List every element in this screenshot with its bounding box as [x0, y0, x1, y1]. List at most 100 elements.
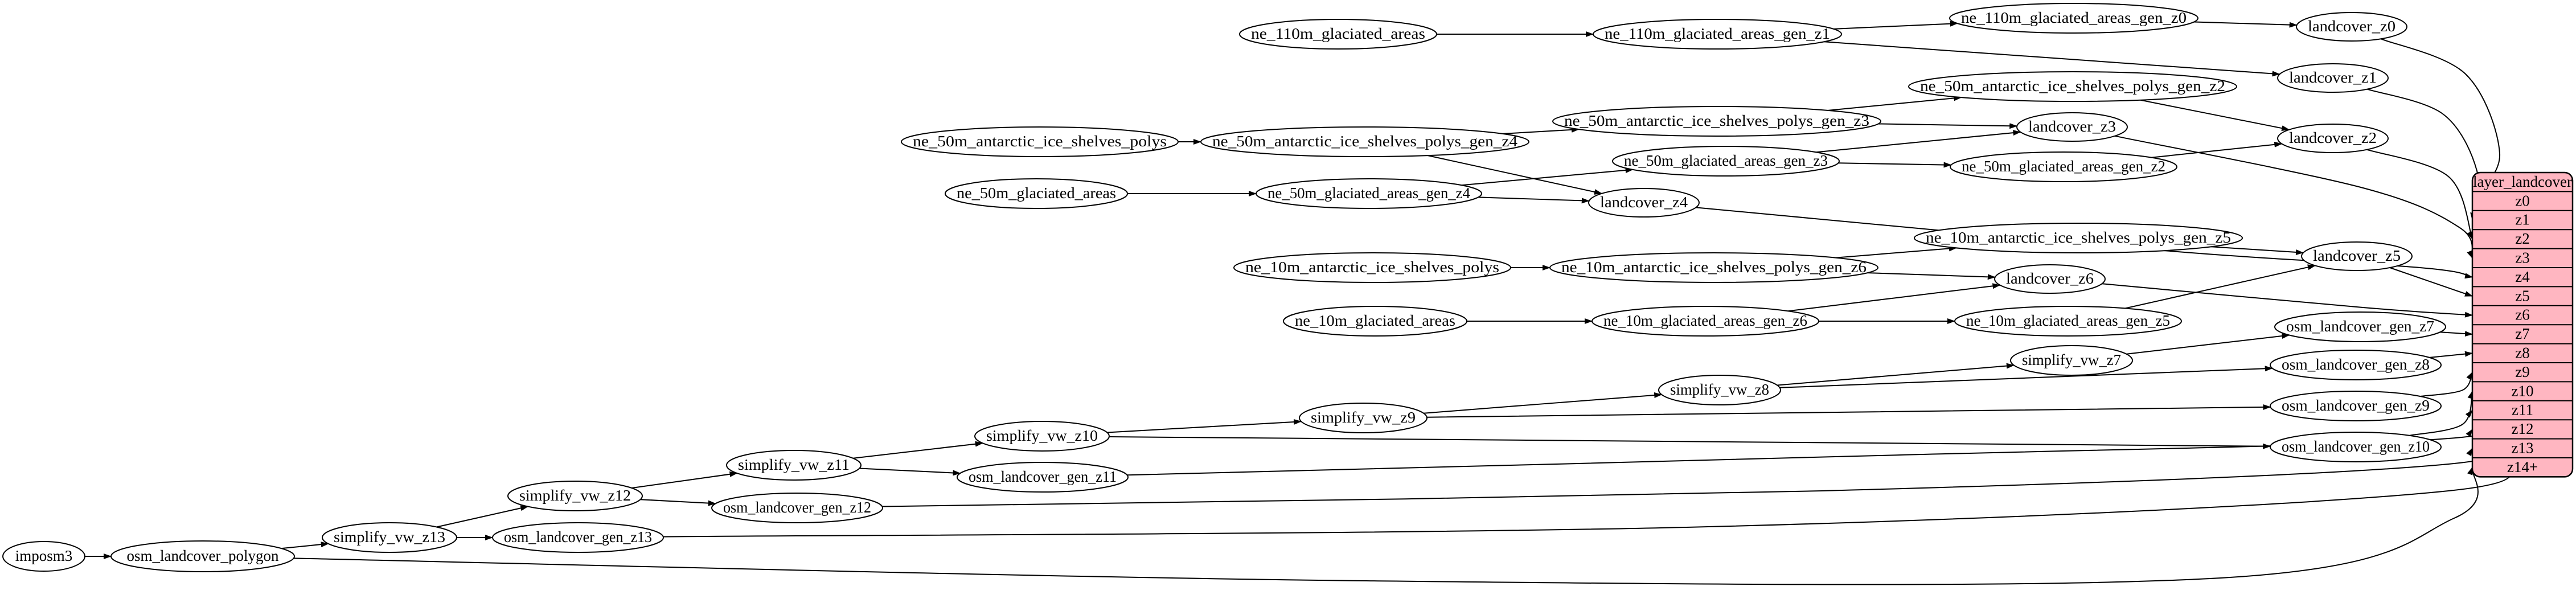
table-row-z4: z4 [2515, 268, 2530, 285]
node-ne_50m_antarctic_ice_shelves_polys: ne_50m_antarctic_ice_shelves_polys [901, 126, 1179, 157]
node-shape-simplify_vw_z9 [1299, 403, 1428, 433]
table-row-z9: z9 [2515, 363, 2529, 380]
node-label-ne_110m_glaciated_areas: ne_110m_glaciated_areas [1251, 25, 1425, 42]
node-shape-ne_10m_glaciated_areas [1283, 306, 1467, 337]
node-label-osm_landcover_gen_z10: osm_landcover_gen_z10 [2282, 438, 2430, 455]
table-row-z6: z6 [2515, 306, 2529, 323]
node-landcover_z6: landcover_z6 [1994, 264, 2106, 294]
table-row-z2: z2 [2515, 230, 2529, 247]
node-shape-osm_landcover_gen_z9 [2270, 391, 2442, 421]
table-row-z7: z7 [2515, 325, 2529, 342]
node-label-ne_110m_glaciated_areas_gen_z0: ne_110m_glaciated_areas_gen_z0 [1961, 9, 2187, 26]
edge-ne_50m_antarctic_ice_shelves_polys_gen_z4-to-ne_50m_antarctic_ice_shelves_polys_gen_z3 [1502, 126, 1580, 134]
node-simplify_vw_z13: simplify_vw_z13 [322, 522, 457, 553]
node-simplify_vw_z11: simplify_vw_z11 [726, 450, 862, 481]
layer-landcover-table-title: layer_landcover [2473, 173, 2572, 190]
node-shape-landcover_z5 [2301, 241, 2413, 271]
node-label-osm_landcover_gen_z7: osm_landcover_gen_z7 [2286, 318, 2434, 335]
edge-ne_50m_glaciated_areas_gen_z4-to-ne_50m_glaciated_areas_gen_z3 [1461, 167, 1634, 186]
node-simplify_vw_z9: simplify_vw_z9 [1299, 403, 1428, 433]
edge-ne_10m_antarctic_ice_shelves_polys_gen_z6-to-ne_10m_antarctic_ice_shelves_polys_gen_z5 [1836, 245, 1957, 259]
node-label-ne_50m_antarctic_ice_shelves_polys_gen_z3: ne_50m_antarctic_ice_shelves_polys_gen_z… [1564, 112, 1869, 129]
edge-landcover_z1-to-z1 [2366, 88, 2479, 221]
edge-ne_50m_antarctic_ice_shelves_polys_gen_z2-to-landcover_z2 [2140, 99, 2290, 132]
node-ne_50m_glaciated_areas_gen_z3: ne_50m_glaciated_areas_gen_z3 [1612, 146, 1840, 177]
edge-ne_50m_antarctic_ice_shelves_polys_gen_z3-to-ne_50m_antarctic_ice_shelves_polys_gen_z2 [1828, 95, 1962, 111]
node-shape-ne_110m_glaciated_areas_gen_z0 [1949, 3, 2198, 34]
node-label-landcover_z0: landcover_z0 [2308, 18, 2395, 35]
edge-ne_110m_glaciated_areas_gen_z1-to-ne_110m_glaciated_areas_gen_z0 [1833, 20, 1958, 30]
node-label-simplify_vw_z13: simplify_vw_z13 [334, 528, 445, 546]
node-osm_landcover_gen_z9: osm_landcover_gen_z9 [2270, 391, 2442, 421]
node-label-ne_50m_glaciated_areas_gen_z2: ne_50m_glaciated_areas_gen_z2 [1962, 158, 2165, 175]
node-osm_landcover_gen_z8: osm_landcover_gen_z8 [2270, 350, 2442, 380]
table-row-z12: z12 [2512, 420, 2534, 437]
node-shape-osm_landcover_gen_z10 [2270, 432, 2442, 462]
table-row-z5: z5 [2515, 287, 2529, 304]
node-shape-simplify_vw_z12 [507, 481, 643, 511]
edges-layer [85, 20, 2512, 585]
table-row-z11: z11 [2512, 401, 2533, 419]
edge-landcover_z5-to-z5 [2389, 267, 2473, 297]
node-shape-ne_10m_glaciated_areas_gen_z5 [1954, 306, 2182, 337]
node-label-ne_50m_antarctic_ice_shelves_polys_gen_z2: ne_50m_antarctic_ice_shelves_polys_gen_z… [1920, 77, 2225, 95]
node-label-simplify_vw_z9: simplify_vw_z9 [1311, 409, 1416, 426]
node-shape-ne_50m_antarctic_ice_shelves_polys_gen_z3 [1552, 106, 1881, 137]
edge-simplify_vw_z12-to-osm_landcover_gen_z12 [640, 499, 716, 506]
node-simplify_vw_z7: simplify_vw_z7 [2010, 345, 2133, 376]
node-label-ne_50m_glaciated_areas_gen_z4: ne_50m_glaciated_areas_gen_z4 [1268, 184, 1470, 202]
edge-osm_landcover_gen_z10-to-z10 [2409, 391, 2474, 436]
edge-simplify_vw_z10-to-simplify_vw_z9 [1107, 419, 1302, 433]
edge-ne_50m_antarctic_ice_shelves_polys_gen_z3-to-landcover_z3 [1878, 123, 2018, 129]
node-ne_10m_antarctic_ice_shelves_polys_gen_z6: ne_10m_antarctic_ice_shelves_polys_gen_z… [1549, 252, 1878, 283]
node-label-landcover_z5: landcover_z5 [2313, 247, 2401, 264]
node-label-osm_landcover_gen_z11: osm_landcover_gen_z11 [969, 468, 1117, 485]
node-shape-osm_landcover_gen_z11 [957, 462, 1129, 493]
node-label-ne_50m_antarctic_ice_shelves_polys_gen_z4: ne_50m_antarctic_ice_shelves_polys_gen_z… [1212, 133, 1518, 150]
node-label-ne_10m_antarctic_ice_shelves_polys_gen_z5: ne_10m_antarctic_ice_shelves_polys_gen_z… [1926, 229, 2231, 246]
node-landcover_z1: landcover_z1 [2277, 63, 2389, 93]
node-shape-ne_50m_glaciated_areas_gen_z4 [1256, 178, 1482, 209]
node-simplify_vw_z12: simplify_vw_z12 [507, 481, 643, 511]
node-landcover_z0: landcover_z0 [2296, 12, 2407, 42]
node-simplify_vw_z10: simplify_vw_z10 [974, 421, 1110, 452]
edge-simplify_vw_z10-to-osm_landcover_gen_z10 [1109, 436, 2271, 449]
table-row-z0: z0 [2515, 192, 2529, 209]
node-ne_50m_antarctic_ice_shelves_polys_gen_z3: ne_50m_antarctic_ice_shelves_polys_gen_z… [1552, 106, 1881, 137]
edge-osm_landcover_polygon-to-z14+ [293, 466, 2479, 585]
node-label-imposm3: imposm3 [15, 547, 73, 564]
node-shape-simplify_vw_z11 [726, 450, 862, 481]
edge-osm_landcover_gen_z9-to-z9 [2420, 371, 2473, 397]
node-shape-landcover_z1 [2277, 63, 2389, 93]
edge-ne_10m_antarctic_ice_shelves_polys_gen_z5-to-landcover_z5 [2211, 246, 2304, 255]
node-shape-simplify_vw_z8 [1658, 375, 1781, 405]
edge-osm_landcover_gen_z13-to-z13 [663, 448, 2512, 538]
node-label-osm_landcover_polygon: osm_landcover_polygon [127, 547, 279, 564]
node-ne_50m_antarctic_ice_shelves_polys_gen_z2: ne_50m_antarctic_ice_shelves_polys_gen_z… [1908, 71, 2237, 102]
node-landcover_z3: landcover_z3 [2016, 112, 2128, 142]
edge-ne_50m_glaciated_areas_gen_z3-to-landcover_z3 [1816, 130, 2021, 153]
edge-simplify_vw_z8-to-osm_landcover_gen_z8 [1779, 366, 2273, 388]
node-label-simplify_vw_z11: simplify_vw_z11 [738, 456, 850, 473]
node-ne_50m_glaciated_areas: ne_50m_glaciated_areas [945, 178, 1128, 209]
edge-simplify_vw_z12-to-simplify_vw_z11 [631, 471, 738, 489]
node-shape-ne_50m_glaciated_areas [945, 178, 1128, 209]
node-shape-osm_landcover_polygon [110, 540, 295, 572]
node-shape-simplify_vw_z13 [322, 522, 457, 553]
node-label-ne_50m_glaciated_areas: ne_50m_glaciated_areas [957, 184, 1116, 202]
node-label-ne_10m_glaciated_areas_gen_z5: ne_10m_glaciated_areas_gen_z5 [1966, 312, 2170, 329]
node-landcover_z5: landcover_z5 [2301, 241, 2413, 271]
node-label-osm_landcover_gen_z8: osm_landcover_gen_z8 [2282, 356, 2430, 373]
edge-landcover_z2-to-z2 [2366, 149, 2473, 240]
node-osm_landcover_gen_z12: osm_landcover_gen_z12 [711, 493, 883, 523]
node-label-landcover_z2: landcover_z2 [2289, 129, 2377, 146]
node-osm_landcover_gen_z10: osm_landcover_gen_z10 [2270, 432, 2442, 462]
node-label-ne_10m_antarctic_ice_shelves_polys: ne_10m_antarctic_ice_shelves_polys [1245, 259, 1499, 276]
node-label-ne_50m_antarctic_ice_shelves_polys: ne_50m_antarctic_ice_shelves_polys [913, 133, 1167, 150]
node-shape-ne_10m_antarctic_ice_shelves_polys_gen_z5 [1914, 223, 2243, 253]
node-shape-osm_landcover_gen_z8 [2270, 350, 2442, 380]
node-imposm3: imposm3 [2, 541, 85, 572]
node-osm_landcover_gen_z7: osm_landcover_gen_z7 [2274, 311, 2446, 342]
node-simplify_vw_z8: simplify_vw_z8 [1658, 375, 1781, 405]
